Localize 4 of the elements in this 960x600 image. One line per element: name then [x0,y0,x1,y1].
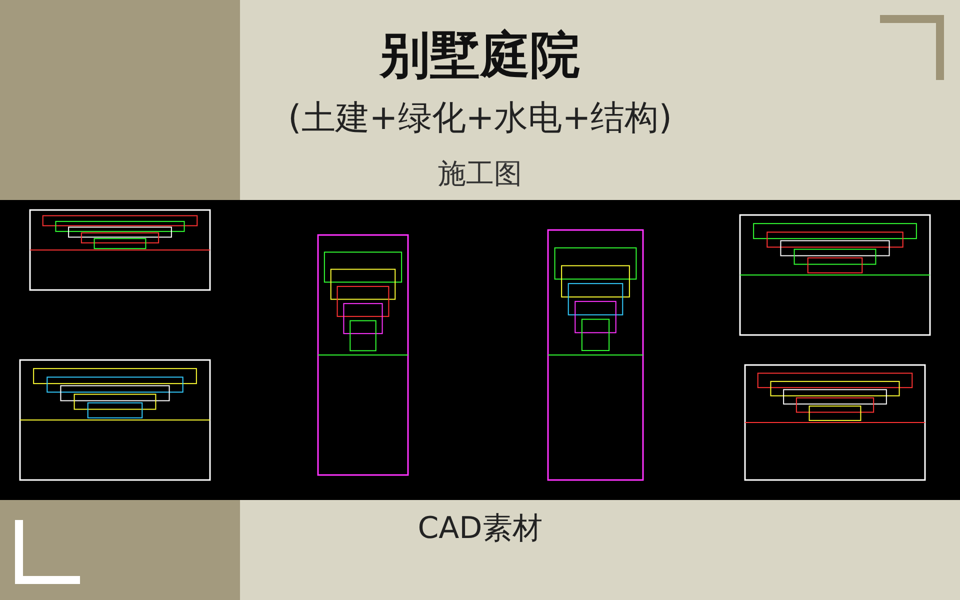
caption: CAD素材 [416,510,544,548]
subtitle: (土建+绿化+水电+结构) [287,97,673,140]
title: 别墅庭院 [378,25,581,86]
subtitle: 施工图 [437,156,523,192]
